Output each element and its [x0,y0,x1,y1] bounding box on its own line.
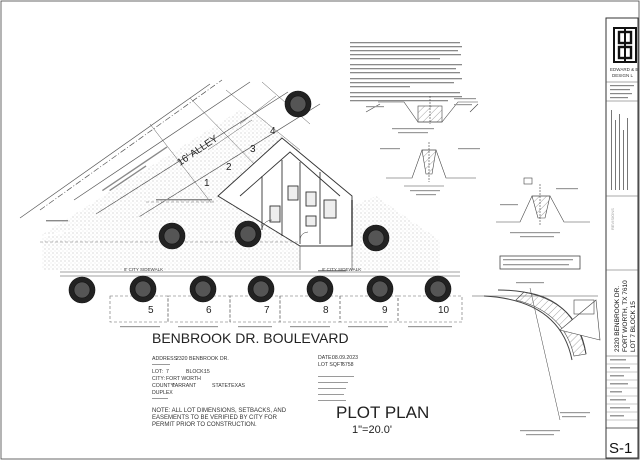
address-value: 2320 BENBROOK DR. [176,356,229,362]
tree-icon [362,224,390,252]
lot-number: 7 [264,305,270,316]
tree-icon [234,220,262,248]
tree-icon [129,275,157,303]
lot-number: 10 [438,305,450,316]
tree-icon [247,275,275,303]
building-footprint [217,137,353,247]
svg-text:REVISIONS: REVISIONS [610,208,615,230]
tree-icon [306,275,334,303]
sqft-value: 6758 [342,362,354,368]
county-label: COUNTY: [152,383,175,389]
general-notes [350,42,462,102]
lot-value: 7 [166,369,169,375]
detail-labels [366,98,590,436]
trees [68,90,452,304]
tree-icon [189,275,217,303]
lot-number: 1 [204,178,210,189]
lot-number: 2 [226,162,232,173]
tree-icon [424,275,452,303]
detail-drawings [365,96,601,421]
date-label: DATE: [318,355,333,361]
lot-number: 8 [323,305,329,316]
sqft-label: LOT SQFT: [318,362,344,368]
lot-label: LOT: [152,369,163,375]
sidewalk-label-left: 8' CITY SIDEWALK [124,267,163,272]
firm-logo [613,27,637,63]
project-lot: LOT 7 BLOCK 15 [630,301,637,352]
county-value: TARRANT [172,383,197,389]
street-name: BENBROOK DR. BOULEVARD [152,330,349,346]
project-city: FORT WORTH, TX 7610 [622,280,629,352]
firm-name-1: EDWARD & B [610,67,638,72]
lot-number: 6 [206,305,212,316]
project-address: 2320 BENBROOK DR. [614,286,621,352]
construction-note: NOTE: ALL LOT DIMENSIONS, SETBACKS, AND … [152,408,287,428]
state-label: STATE: [212,383,229,389]
side-yard [352,196,440,270]
note-line-2: EASEMENTS TO BE VERIFIED BY CITY FOR [152,415,278,421]
date-value: 08.09.2023 [332,355,358,361]
lot-number: 4 [270,126,276,137]
sidewalk-label-right: 8' CITY SIDEWALK [322,267,361,272]
block-value: 15 [204,369,210,375]
tree-icon [158,222,186,250]
tree-icon [366,275,394,303]
note-line-3: PERMIT PRIOR TO CONSTRUCTION. [152,422,257,428]
plan-title: PLOT PLAN [336,403,429,422]
lot-number: 5 [148,305,154,316]
lot-numbers: 1 2 3 4 5 6 7 8 9 10 [148,126,450,316]
lot-number: 3 [250,144,256,155]
sheet-number: S-1 [609,440,632,457]
property-info: ADDRESS: 2320 BENBROOK DR. LOT: 7 BLOCK:… [152,355,358,396]
title-block: EDWARD & B DESIGN L REVISIONS 2320 BENBR… [605,17,639,459]
note-line-1: NOTE: ALL LOT DIMENSIONS, SETBACKS, AND [152,408,287,414]
firm-name-2: DESIGN L [612,73,634,78]
city-value: FORT WORTH [166,376,201,382]
tree-icon [284,90,312,118]
lot-number: 9 [382,305,388,316]
address-label: ADDRESS: [152,356,179,362]
tree-icon [68,276,96,304]
plan-scale: 1"=20.0' [352,424,392,436]
city-label: CITY: [152,376,165,382]
state-value: TEXAS [228,383,246,389]
block-label: BLOCK: [186,369,205,375]
use-value: DUPLEX [152,390,173,396]
